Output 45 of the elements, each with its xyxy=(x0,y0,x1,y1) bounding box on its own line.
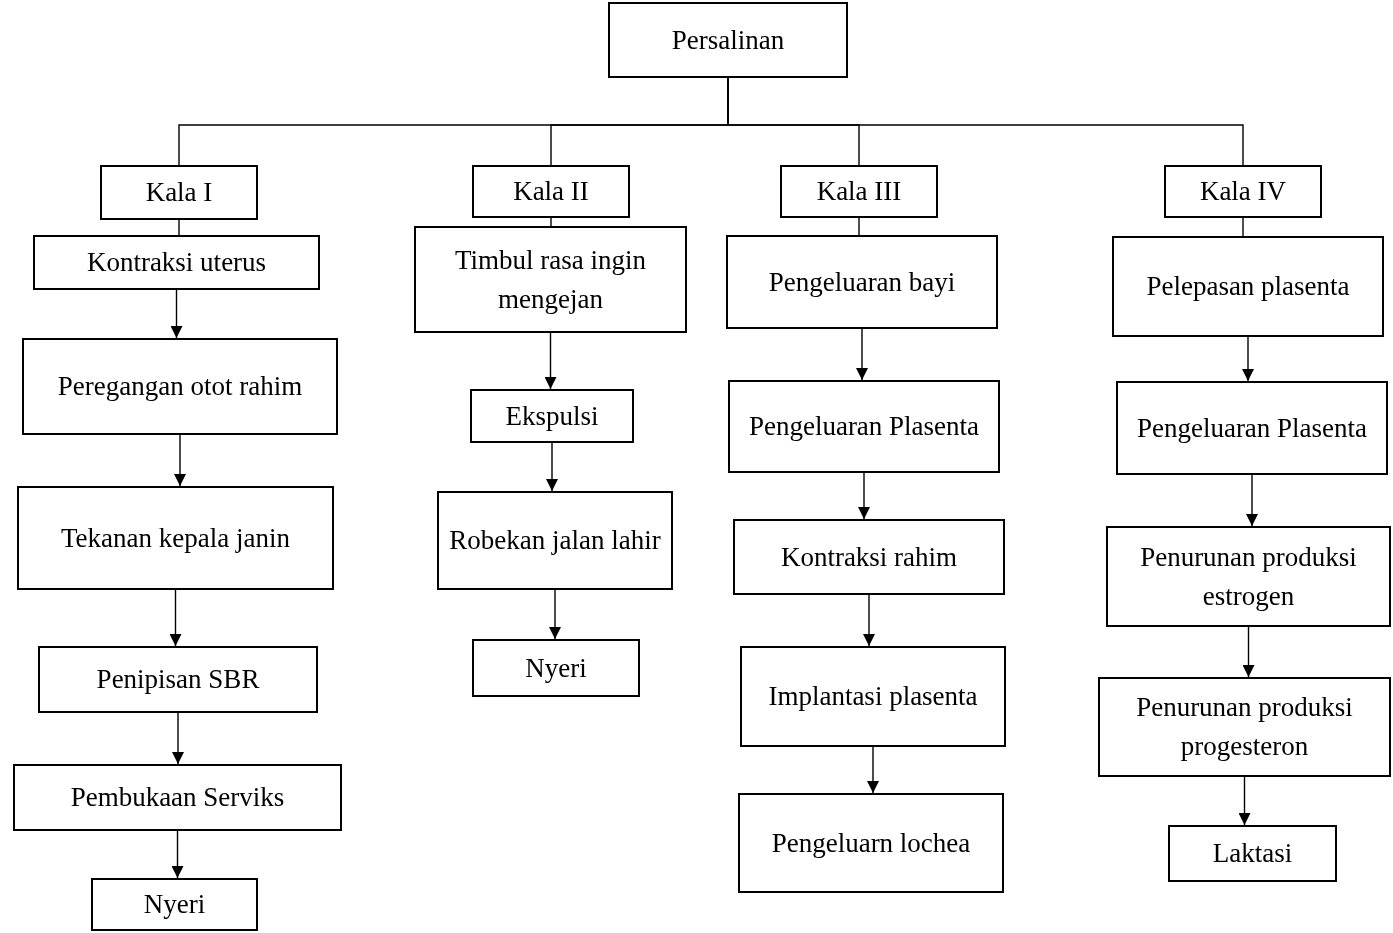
process-box: Kala III xyxy=(780,165,938,218)
process-box: Peregangan otot rahim xyxy=(22,338,338,435)
process-box: Kala II xyxy=(472,165,630,218)
connector-line xyxy=(178,219,180,236)
process-box: Tekanan kepala janin xyxy=(17,486,334,590)
process-box: Laktasi xyxy=(1168,825,1337,882)
process-box: Pelepasan plasenta xyxy=(1112,236,1384,337)
connector-line xyxy=(858,217,860,236)
process-box: Nyeri xyxy=(472,639,640,697)
arrow xyxy=(169,589,182,647)
process-box: Pengeluaran bayi xyxy=(726,235,998,329)
process-box: Kontraksi rahim xyxy=(733,519,1005,595)
process-box: Robekan jalan lahir xyxy=(437,491,673,590)
arrow xyxy=(1246,474,1258,527)
arrow xyxy=(863,594,875,647)
process-box: Kontraksi uterus xyxy=(33,235,320,290)
arrow xyxy=(867,746,879,794)
arrow xyxy=(549,589,561,640)
arrow xyxy=(1238,776,1251,826)
process-box: Kala I xyxy=(100,165,258,220)
process-box: Implantasi plasenta xyxy=(740,646,1006,747)
arrow xyxy=(546,442,558,492)
arrow xyxy=(170,289,183,339)
process-box: Kala IV xyxy=(1164,165,1322,218)
arrow xyxy=(858,472,870,520)
process-box: Ekspulsi xyxy=(470,389,634,443)
arrow xyxy=(1242,336,1254,382)
process-box: Nyeri xyxy=(91,878,258,931)
arrow xyxy=(172,712,184,765)
arrow xyxy=(856,328,868,381)
process-box: Penurunan produksi estrogen xyxy=(1106,526,1391,627)
process-box: Penipisan SBR xyxy=(38,646,318,713)
process-box: Persalinan xyxy=(608,2,848,78)
arrow xyxy=(1242,626,1255,678)
connector-line xyxy=(1242,217,1244,237)
process-box: Pembukaan Serviks xyxy=(13,764,342,831)
connector-line xyxy=(550,217,552,227)
arrow xyxy=(544,332,557,390)
arrow xyxy=(171,830,184,879)
process-box: Timbul rasa ingin mengejan xyxy=(414,226,687,333)
process-box: Pengeluarn lochea xyxy=(738,793,1004,893)
process-box: Pengeluaran Plasenta xyxy=(728,380,1000,473)
process-box: Pengeluaran Plasenta xyxy=(1116,381,1388,475)
process-box: Penurunan produksi progesteron xyxy=(1098,677,1391,777)
arrow xyxy=(174,434,186,487)
